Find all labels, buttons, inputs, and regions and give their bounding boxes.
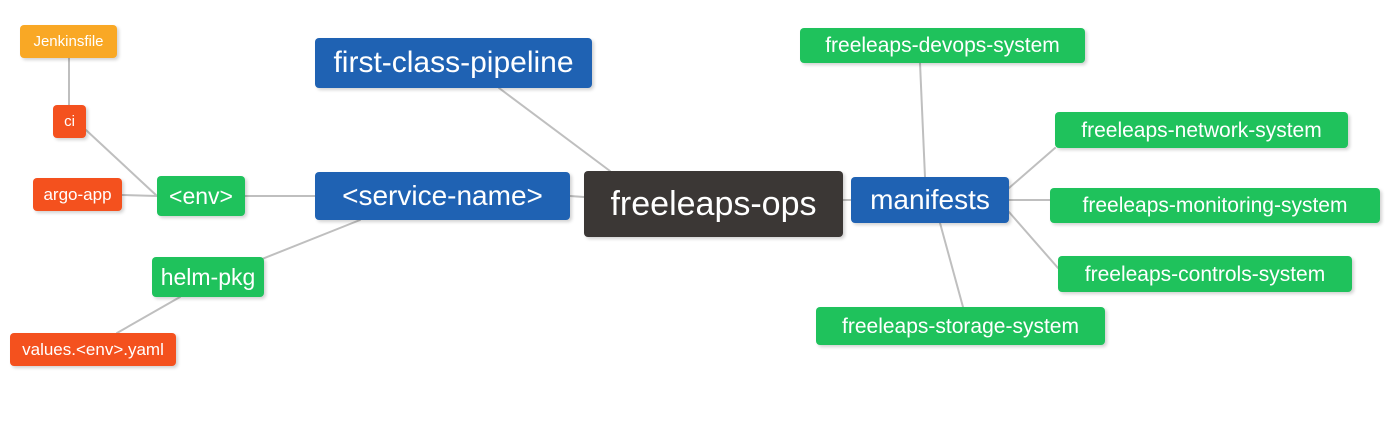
node-freeleaps-devops-system[interactable]: freeleaps-devops-system	[800, 28, 1085, 63]
edge-manifests-to-freeleaps-storage-system	[939, 222, 964, 308]
node-env[interactable]: <env>	[157, 176, 245, 216]
node-label-freeleaps-controls-system: freeleaps-controls-system	[1084, 262, 1326, 286]
node-ci[interactable]: ci	[53, 105, 86, 138]
node-freeleaps-storage-system[interactable]: freeleaps-storage-system	[816, 307, 1105, 345]
node-freeleaps-controls-system[interactable]: freeleaps-controls-system	[1058, 256, 1352, 292]
node-label-ci: ci	[64, 113, 75, 130]
node-values-yaml[interactable]: values.<env>.yaml	[10, 333, 176, 366]
node-label-first-class-pipeline: first-class-pipeline	[333, 46, 574, 79]
node-label-freeleaps-devops-system: freeleaps-devops-system	[825, 34, 1060, 57]
node-jenkinsfile[interactable]: Jenkinsfile	[20, 25, 117, 58]
node-label-jenkinsfile: Jenkinsfile	[33, 33, 104, 50]
edge-helm-pkg-to-service-name	[251, 219, 361, 264]
edge-argo-app-to-env	[121, 194, 158, 197]
node-label-freeleaps-network-system: freeleaps-network-system	[1081, 118, 1322, 142]
node-label-values-yaml: values.<env>.yaml	[22, 340, 164, 359]
edge-manifests-to-freeleaps-devops-system	[919, 62, 926, 178]
node-manifests[interactable]: manifests	[851, 177, 1009, 223]
node-first-class-pipeline[interactable]: first-class-pipeline	[315, 38, 592, 88]
node-service-name[interactable]: <service-name>	[315, 172, 570, 220]
node-label-manifests: manifests	[870, 184, 990, 215]
node-label-freeleaps-monitoring-system: freeleaps-monitoring-system	[1082, 194, 1348, 217]
node-label-argo-app: argo-app	[43, 185, 112, 204]
edge-values-yaml-to-helm-pkg	[116, 296, 181, 334]
node-helm-pkg[interactable]: helm-pkg	[152, 257, 264, 297]
node-freeleaps-monitoring-system[interactable]: freeleaps-monitoring-system	[1050, 188, 1380, 223]
edge-manifests-to-freeleaps-network-system	[1008, 147, 1056, 189]
node-argo-app[interactable]: argo-app	[33, 178, 122, 211]
node-label-freeleaps-storage-system: freeleaps-storage-system	[842, 314, 1079, 338]
node-label-service-name: <service-name>	[342, 180, 543, 211]
node-label-freeleaps-ops: freeleaps-ops	[610, 185, 817, 223]
node-label-helm-pkg: helm-pkg	[160, 263, 256, 290]
node-freeleaps-ops[interactable]: freeleaps-ops	[584, 171, 843, 237]
node-label-env: <env>	[169, 182, 233, 209]
edge-first-class-pipeline-to-freeleaps-ops	[498, 87, 611, 172]
edge-service-name-to-freeleaps-ops	[569, 195, 585, 198]
node-freeleaps-network-system[interactable]: freeleaps-network-system	[1055, 112, 1348, 148]
